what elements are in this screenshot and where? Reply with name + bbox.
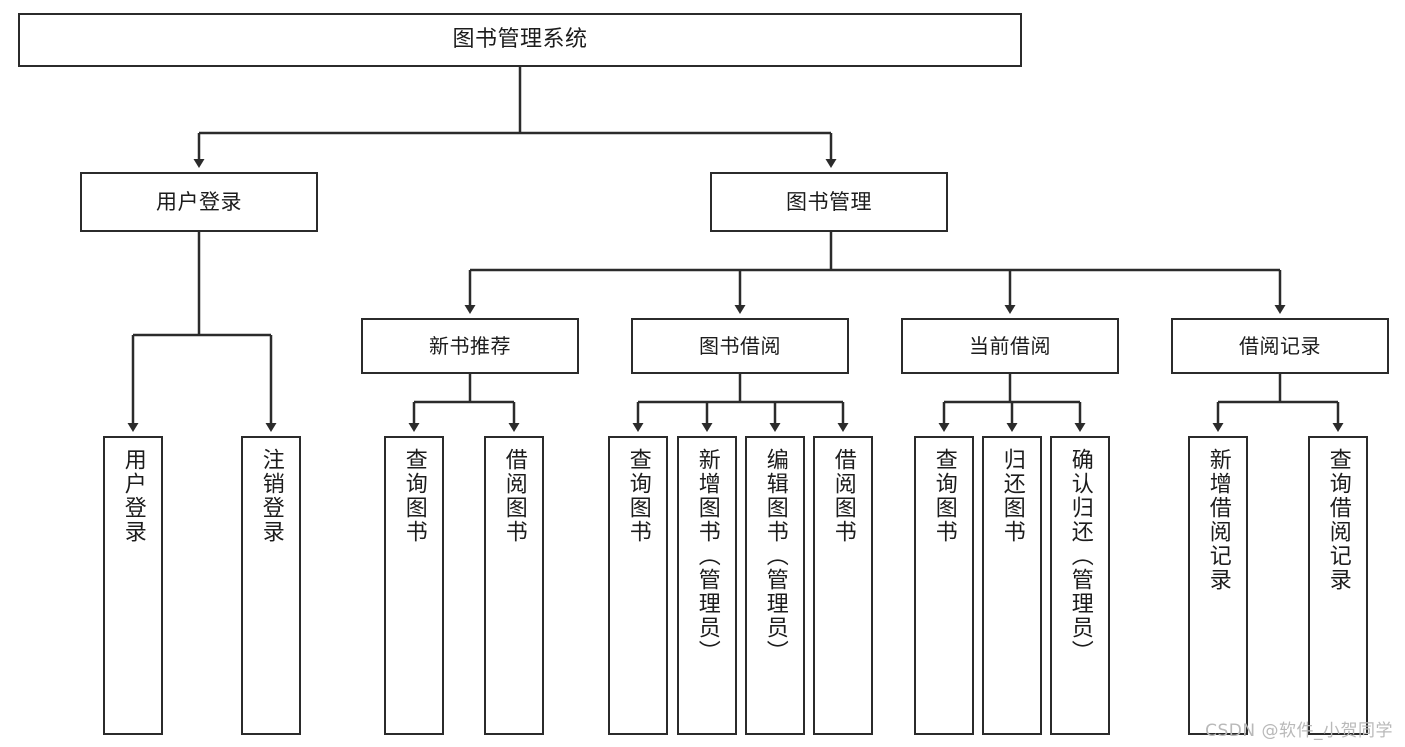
- node-label: 当前借阅: [969, 333, 1051, 358]
- node-label: 注销登录: [258, 448, 284, 544]
- node-current-borrow[interactable]: 当前借阅: [901, 318, 1119, 374]
- node-label: 归还图书: [999, 448, 1025, 544]
- node-label: 新书推荐: [429, 333, 511, 358]
- node-label: 用户登录: [120, 448, 146, 544]
- node-label: 新增图书（管理员）: [694, 448, 720, 664]
- node-label: 查询借阅记录: [1325, 448, 1351, 592]
- node-label: 借阅图书: [830, 448, 856, 544]
- leaf-edit-book-admin[interactable]: 编辑图书（管理员）: [745, 436, 805, 735]
- node-new-book-recommend[interactable]: 新书推荐: [361, 318, 579, 374]
- edges-borrow-record-to-leaves: [1212, 374, 1344, 432]
- node-label: 新增借阅记录: [1205, 448, 1231, 592]
- node-user-login[interactable]: 用户登录: [80, 172, 318, 232]
- leaf-logout[interactable]: 注销登录: [241, 436, 301, 735]
- edges-current-borrow-to-leaves: [938, 374, 1086, 432]
- leaf-return-book[interactable]: 归还图书: [982, 436, 1042, 735]
- node-label: 图书借阅: [699, 333, 781, 358]
- node-label: 借阅记录: [1239, 333, 1321, 358]
- node-label: 确认归还（管理员）: [1067, 448, 1093, 664]
- node-label: 用户登录: [156, 189, 242, 214]
- leaf-borrow-book[interactable]: 借阅图书: [813, 436, 873, 735]
- leaf-add-book-admin[interactable]: 新增图书（管理员）: [677, 436, 737, 735]
- node-label: 查询图书: [401, 448, 427, 544]
- node-root-system[interactable]: 图书管理系统: [18, 13, 1022, 67]
- edges-user-login-to-leaves: [127, 232, 277, 432]
- node-label: 图书管理系统: [452, 27, 588, 53]
- edges-book-borrow-to-leaves: [632, 374, 849, 432]
- leaf-query-book-recommend[interactable]: 查询图书: [384, 436, 444, 735]
- leaf-borrow-book-recommend[interactable]: 借阅图书: [484, 436, 544, 735]
- node-label: 查询图书: [931, 448, 957, 544]
- node-label: 图书管理: [786, 189, 872, 214]
- leaf-query-borrow-record[interactable]: 查询借阅记录: [1308, 436, 1368, 735]
- leaf-query-book[interactable]: 查询图书: [608, 436, 668, 735]
- leaf-add-borrow-record[interactable]: 新增借阅记录: [1188, 436, 1248, 735]
- leaf-query-book-current[interactable]: 查询图书: [914, 436, 974, 735]
- csdn-watermark: CSDN @软件_小贺同学: [1205, 721, 1393, 741]
- leaf-user-login[interactable]: 用户登录: [103, 436, 163, 735]
- node-book-management[interactable]: 图书管理: [710, 172, 948, 232]
- node-label: 编辑图书（管理员）: [762, 448, 788, 664]
- leaf-confirm-return-admin[interactable]: 确认归还（管理员）: [1050, 436, 1110, 735]
- node-borrow-record[interactable]: 借阅记录: [1171, 318, 1389, 374]
- edges-book-manage-to-level3: [464, 232, 1286, 314]
- node-label: 查询图书: [625, 448, 651, 544]
- node-label: 借阅图书: [501, 448, 527, 544]
- edges-new-book-to-leaves: [408, 374, 520, 432]
- node-book-borrow[interactable]: 图书借阅: [631, 318, 849, 374]
- edges-root-to-level2: [193, 67, 837, 168]
